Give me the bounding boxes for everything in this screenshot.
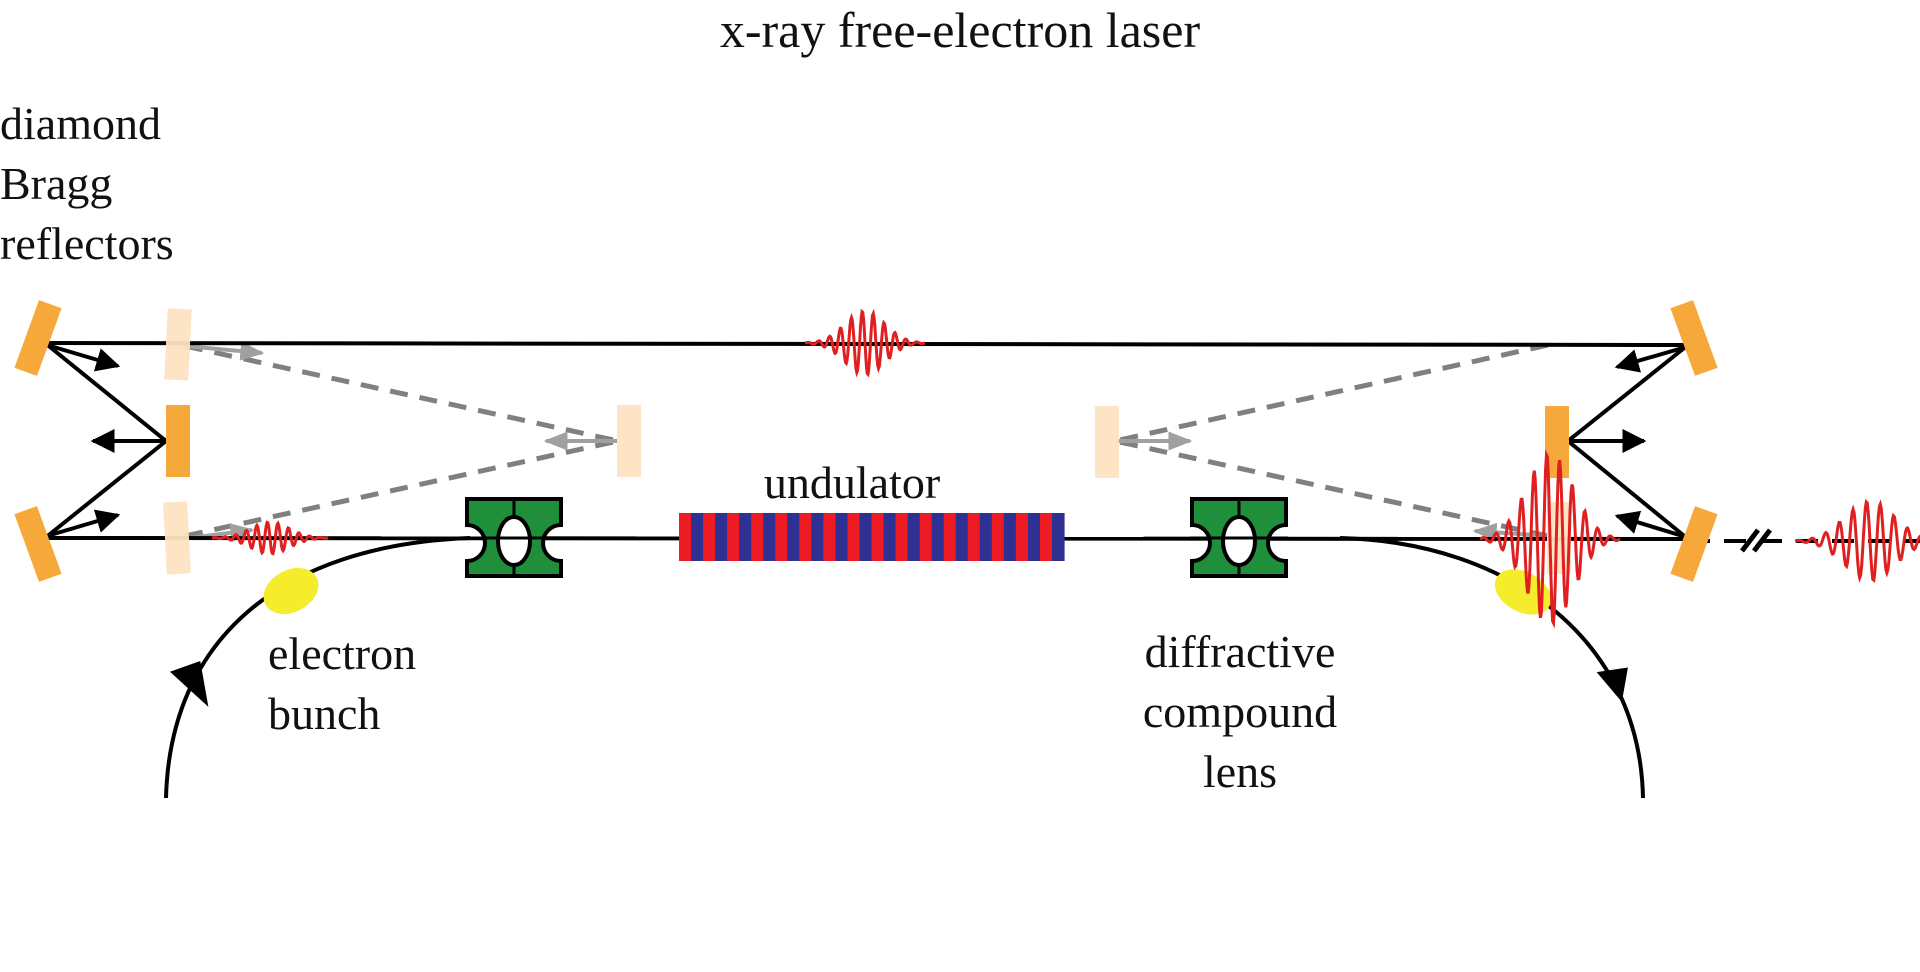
electron-path-in bbox=[164, 536, 471, 799]
bragg-label-line-1: diamond bbox=[0, 98, 161, 149]
ghost-path-right-upper bbox=[1114, 342, 1549, 444]
undulator-magnet-pole bbox=[751, 513, 764, 561]
undulator-magnet-pole bbox=[715, 513, 728, 561]
undulator-magnet-pole bbox=[919, 513, 933, 561]
undulator-magnet-pole bbox=[859, 513, 873, 561]
undulator-magnet-pole bbox=[691, 513, 704, 561]
bragg-mirror-right-bottom bbox=[1670, 506, 1718, 582]
electron-label-line-2: bunch bbox=[268, 688, 381, 739]
bragg-label-line-2: Bragg bbox=[0, 158, 113, 209]
electron-label-line-1: electron bbox=[268, 628, 417, 679]
ghost-beam-paths bbox=[184, 342, 1549, 539]
bragg-mirror-left-top bbox=[14, 300, 62, 376]
bragg-mirror-right-top bbox=[1670, 300, 1718, 376]
arrow-left-bottom bbox=[46, 509, 121, 538]
undulator-magnet-pole bbox=[1003, 513, 1017, 561]
xray-pulse-output bbox=[1794, 498, 1920, 584]
faded-mirror-left-top bbox=[164, 308, 192, 381]
undulator-magnet-pole bbox=[775, 513, 788, 561]
bragg-reflectors-label: diamond Bragg reflectors bbox=[0, 94, 174, 274]
lens-label-line-2: compound bbox=[1142, 686, 1338, 737]
compound-lens-label: diffractive compound lens bbox=[1100, 622, 1380, 802]
ghost-path-left-lower bbox=[184, 438, 619, 539]
undulator-magnet-pole bbox=[883, 513, 897, 561]
electron-path bbox=[164, 536, 1645, 799]
faded-mirrors bbox=[163, 308, 1571, 575]
faded-mirror-left-mid bbox=[617, 405, 641, 477]
undulator-magnet-pole bbox=[955, 513, 969, 561]
ghost-path-right-lower bbox=[1114, 438, 1549, 539]
undulator-magnet-pole bbox=[679, 513, 692, 561]
undulator-magnet-pole bbox=[799, 513, 812, 561]
lens-label-line-1: diffractive bbox=[1144, 626, 1336, 677]
undulator-magnet-pole bbox=[871, 513, 885, 561]
xray-pulse-right-large bbox=[1479, 449, 1621, 629]
direction-arrows bbox=[46, 343, 1687, 539]
diagram-title: x-ray free-electron laser bbox=[719, 2, 1201, 58]
bragg-mirror-left-mid bbox=[166, 405, 190, 477]
undulator-magnet-pole bbox=[1051, 513, 1065, 561]
undulator-magnet-pole bbox=[739, 513, 752, 561]
arrow-left-top bbox=[46, 343, 121, 372]
undulator-magnet-pole bbox=[763, 513, 776, 561]
bragg-label-line-3: reflectors bbox=[0, 218, 174, 269]
ghost-arrow-left-top bbox=[184, 341, 265, 361]
undulator-magnet-pole bbox=[727, 513, 740, 561]
undulator-magnet-pole bbox=[907, 513, 921, 561]
lens-aperture bbox=[1221, 515, 1257, 567]
bragg-mirror-left-bottom bbox=[14, 506, 62, 582]
ghost-arrows bbox=[184, 341, 1536, 543]
undulator-magnet-pole bbox=[835, 513, 849, 561]
electron-direction-arrow-in bbox=[169, 660, 209, 707]
undulator-magnet-pole bbox=[895, 513, 909, 561]
arrow-right-top bbox=[1614, 345, 1687, 373]
faded-mirror-right-mid bbox=[1095, 406, 1119, 478]
undulator-magnet-pole bbox=[991, 513, 1005, 561]
electron-bunch-label: electron bunch bbox=[268, 624, 416, 744]
undulator bbox=[679, 513, 1065, 561]
electron-bunch-left bbox=[263, 567, 319, 615]
xray-pulse-left-bottom bbox=[211, 520, 329, 556]
undulator-magnet-pole bbox=[823, 513, 837, 561]
undulator-magnet-pole bbox=[811, 513, 824, 561]
lens-aperture bbox=[496, 515, 532, 567]
undulator-magnet-pole bbox=[1039, 513, 1053, 561]
lens-label-line-3: lens bbox=[1202, 746, 1278, 797]
undulator-magnet-pole bbox=[979, 513, 993, 561]
xray-pulse-top-center bbox=[804, 308, 926, 378]
electron-direction-arrow-out bbox=[1596, 667, 1628, 702]
break-symbol-icon bbox=[1740, 528, 1772, 553]
arrow-right-bottom bbox=[1614, 510, 1687, 539]
undulator-magnet-pole bbox=[1015, 513, 1029, 561]
undulator-label: undulator bbox=[763, 457, 941, 508]
faded-mirror-left-bottom bbox=[163, 501, 191, 575]
undulator-magnet-pole bbox=[847, 513, 861, 561]
undulator-magnet-pole bbox=[967, 513, 981, 561]
undulator-magnet-pole bbox=[943, 513, 957, 561]
undulator-magnet-pole bbox=[703, 513, 716, 561]
undulator-magnet-pole bbox=[1027, 513, 1041, 561]
ghost-path-left-upper bbox=[184, 343, 619, 444]
electron-path-out bbox=[1339, 536, 1645, 799]
undulator-magnet-pole bbox=[931, 513, 945, 561]
undulator-magnet-pole bbox=[787, 513, 800, 561]
